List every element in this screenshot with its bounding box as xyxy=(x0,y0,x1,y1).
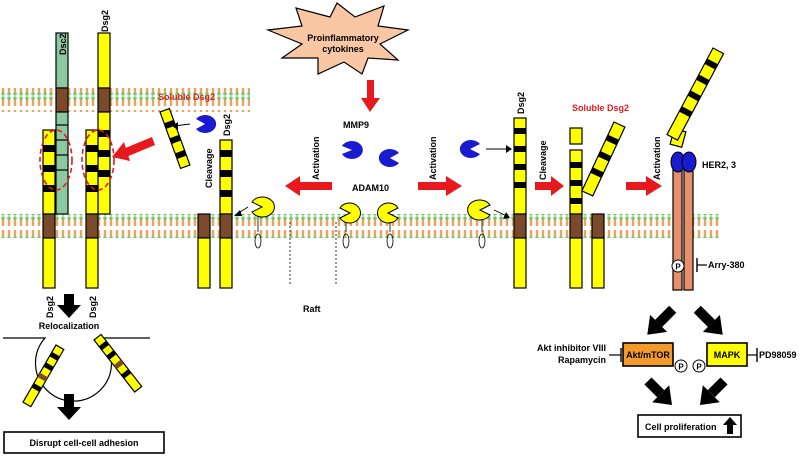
arrow-her-to-akt xyxy=(647,305,677,335)
arrow-activation-right xyxy=(418,176,462,196)
phospho-mapk-label: P xyxy=(696,363,702,372)
phospho-mapk xyxy=(692,359,706,373)
phospho-her-label: P xyxy=(675,263,681,272)
arrow-soluble-to-junction xyxy=(112,137,155,161)
mmp9-left-pointer-head xyxy=(172,122,178,130)
raft-label: Raft xyxy=(303,304,321,314)
disrupt-box xyxy=(3,431,165,454)
disrupt-label: Disrupt cell-cell adhesion xyxy=(29,438,138,448)
activation-label-left: Activation xyxy=(311,136,321,180)
arrow-her-to-mapk xyxy=(693,305,723,335)
soluble-dsg2-fragment-right xyxy=(581,121,626,197)
internalized-dsg2-left xyxy=(22,344,65,408)
internalized-dsg2-right xyxy=(93,333,143,393)
cytokines-label-1: Proinflammatory xyxy=(307,33,379,43)
phospho-her xyxy=(671,259,685,273)
dsg2-label-bottom-left-1: Dsg2 xyxy=(45,296,55,318)
adam10-enzyme-center-1 xyxy=(339,202,361,249)
akt-mtor-box xyxy=(622,342,674,367)
mmp9-label: MMP9 xyxy=(343,120,369,130)
dsg2-protein-center-left-stub xyxy=(197,213,211,289)
pd-label: PD98059 xyxy=(759,350,797,360)
dsg2-label-center-right: Dsg2 xyxy=(516,92,526,114)
soluble-dsg2-label-left: Soluble Dsg2 xyxy=(158,92,215,102)
dsg2-label-top-left: Dsg2 xyxy=(100,10,110,32)
adhesion-highlight-2 xyxy=(81,129,115,191)
arrow-activation-left xyxy=(285,176,332,196)
dsg2-protein-center-right xyxy=(513,117,527,289)
arry-label: Arry-380 xyxy=(708,260,745,270)
adam10-enzyme-right xyxy=(467,199,510,249)
mmp9-enzyme-right xyxy=(459,140,480,158)
arrow-mapk-to-prolif xyxy=(699,377,728,406)
phospho-akt xyxy=(674,359,688,373)
cleavage-label-right: Cleavage xyxy=(538,140,548,180)
cell-proliferation-label: Cell proliferation xyxy=(645,422,717,432)
mmp9-enzyme-center xyxy=(342,140,363,159)
soluble-dsg2-label-right: Soluble Dsg2 xyxy=(572,103,629,113)
dsc2-label: Dsc2 xyxy=(58,33,68,55)
plasma-membrane xyxy=(0,214,720,238)
dsg2-protein-bottom-left-2 xyxy=(85,129,99,289)
her-label: HER2, 3 xyxy=(702,160,736,170)
mmp9-right-pointer-head xyxy=(506,145,512,153)
cell-proliferation-box xyxy=(637,414,742,438)
arrow-cleavage-right xyxy=(535,176,564,196)
activation-label-center-right: Activation xyxy=(428,136,438,180)
dsg2-label-center-left: Dsg2 xyxy=(222,114,232,136)
dsc2-protein xyxy=(55,32,69,215)
arrow-cytokine-down xyxy=(361,80,380,112)
soluble-dsg2-bound-her xyxy=(666,47,725,141)
her-receptor xyxy=(670,151,697,291)
adam10-enzyme-center-2 xyxy=(377,202,399,249)
proliferation-up-arrow xyxy=(723,417,737,434)
cytokine-burst xyxy=(265,2,411,75)
relocalization-label: Relocalization xyxy=(39,321,100,331)
dsg2-stub-right-2 xyxy=(591,213,605,289)
dsg2-protein-center-left xyxy=(219,139,233,289)
adam10-label: ADAM10 xyxy=(352,183,389,193)
arrow-activation-far-right xyxy=(626,176,662,196)
activation-label-right: Activation xyxy=(652,136,662,180)
arrow-relocalization xyxy=(57,294,81,318)
phospho-akt-label: P xyxy=(678,363,684,372)
membrane-upper-left xyxy=(0,88,250,112)
dsg2-cleaved-right-stub xyxy=(569,149,583,289)
mmp9-enzyme-center-2 xyxy=(378,148,399,167)
akt-mtor-label: Akt/mTOR xyxy=(626,350,670,360)
dsg2-protein-bottom-left-1 xyxy=(42,129,56,289)
mapk-label: MAPK xyxy=(714,350,741,360)
soluble-dsg2-fragment-left xyxy=(159,107,191,170)
adhesion-highlight-1 xyxy=(39,129,73,191)
dsg2-protein-top-left xyxy=(97,32,111,215)
mmp9-enzyme-left xyxy=(196,115,217,133)
arrow-disrupt xyxy=(57,394,81,420)
akt-inhibitor-label-1: Akt inhibitor VIII xyxy=(537,343,606,353)
arrow-akt-to-prolif xyxy=(644,377,673,406)
dsg2-fragment-small-right xyxy=(569,127,583,145)
adam10-enzyme-left xyxy=(234,196,275,249)
akt-inhibitor-label-2: Rapamycin xyxy=(558,355,606,365)
dsg2-label-bottom-left-2: Dsg2 xyxy=(88,296,98,318)
cytokines-label-2: cytokines xyxy=(322,44,364,54)
cleavage-label-left: Cleavage xyxy=(204,148,214,188)
